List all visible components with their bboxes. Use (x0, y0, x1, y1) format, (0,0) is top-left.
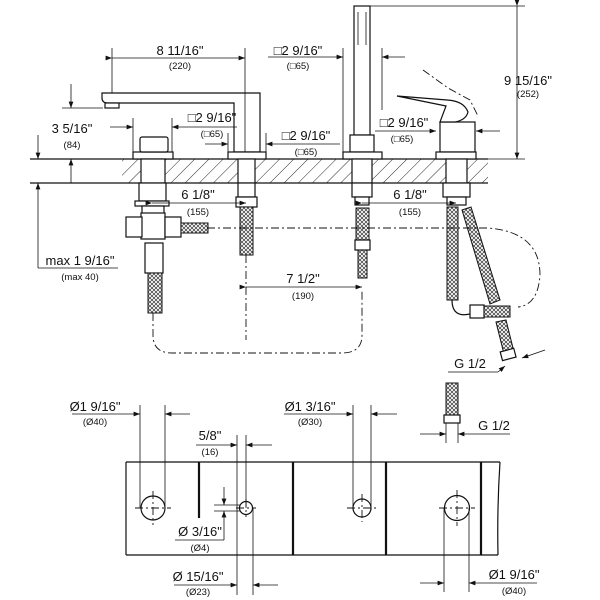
hole-center-mm: (Ø30) (298, 417, 322, 428)
single-lever-mixer (396, 69, 517, 362)
deck-thickness-label: max 1 9/16" (46, 253, 115, 268)
offset-mm: (16) (202, 447, 219, 458)
hole-center-label: Ø1 3/16" (285, 399, 336, 414)
pin-hole-mm: (Ø4) (191, 543, 210, 554)
hole-small-mm: (Ø23) (186, 587, 210, 598)
spacing-left-mm: (155) (187, 207, 209, 218)
connection-thread-label: G 1/2 (454, 356, 486, 371)
pin-hole-label: Ø 3/16" (178, 524, 222, 539)
mixer-width-label: □2 9/16" (380, 115, 429, 130)
dimension-lines (35, 0, 546, 373)
offset-label: 5/8" (199, 428, 222, 443)
spacing-center-label: 7 1/2" (286, 271, 320, 286)
spacing-left-label: 6 1/8" (181, 187, 215, 202)
spout-reach-mm: (220) (169, 61, 191, 72)
diverter-width-mm: (□65) (201, 129, 224, 140)
side-view-labels: 8 11/16" (220) □2 9/16" (□65) 9 15/16" (… (46, 43, 553, 371)
spout-base-width-mm: (□65) (295, 147, 318, 158)
hole-right-mm: (Ø40) (502, 586, 526, 597)
thread-label: G 1/2 (478, 418, 510, 433)
total-height-label: 9 15/16" (504, 73, 552, 88)
spacing-center-mm: (190) (292, 291, 314, 302)
bath-spout (101, 92, 267, 256)
spout-base-width-label: □2 9/16" (282, 128, 331, 143)
handshower (342, 5, 383, 279)
diverter-width-label: □2 9/16" (188, 110, 237, 125)
handshower-width-label: □2 9/16" (274, 43, 323, 58)
hole-small-label: Ø 15/16" (173, 569, 224, 584)
hole-left-mm: (Ø40) (83, 417, 107, 428)
spacing-right-label: 6 1/8" (393, 187, 427, 202)
hole-right-label: Ø1 9/16" (489, 567, 540, 582)
mixer-width-mm: (□65) (391, 134, 414, 145)
deck-thickness-mm: (max 40) (61, 272, 98, 283)
spacing-right-mm: (155) (399, 207, 421, 218)
plan-labels: Ø1 9/16" (Ø40) Ø1 3/16" (Ø30) 5/8" (16) … (70, 399, 540, 598)
plan-dimension-lines (72, 382, 537, 595)
deck-section (30, 158, 488, 184)
spout-height-label: 3 5/16" (52, 121, 93, 136)
hole-left-label: Ø1 9/16" (70, 399, 121, 414)
handshower-width-mm: (□65) (287, 61, 310, 72)
spout-reach-label: 8 11/16" (156, 43, 203, 58)
total-height-mm: (252) (517, 89, 539, 100)
spout-height-mm: (84) (64, 140, 81, 151)
diverter-knob (125, 136, 209, 314)
